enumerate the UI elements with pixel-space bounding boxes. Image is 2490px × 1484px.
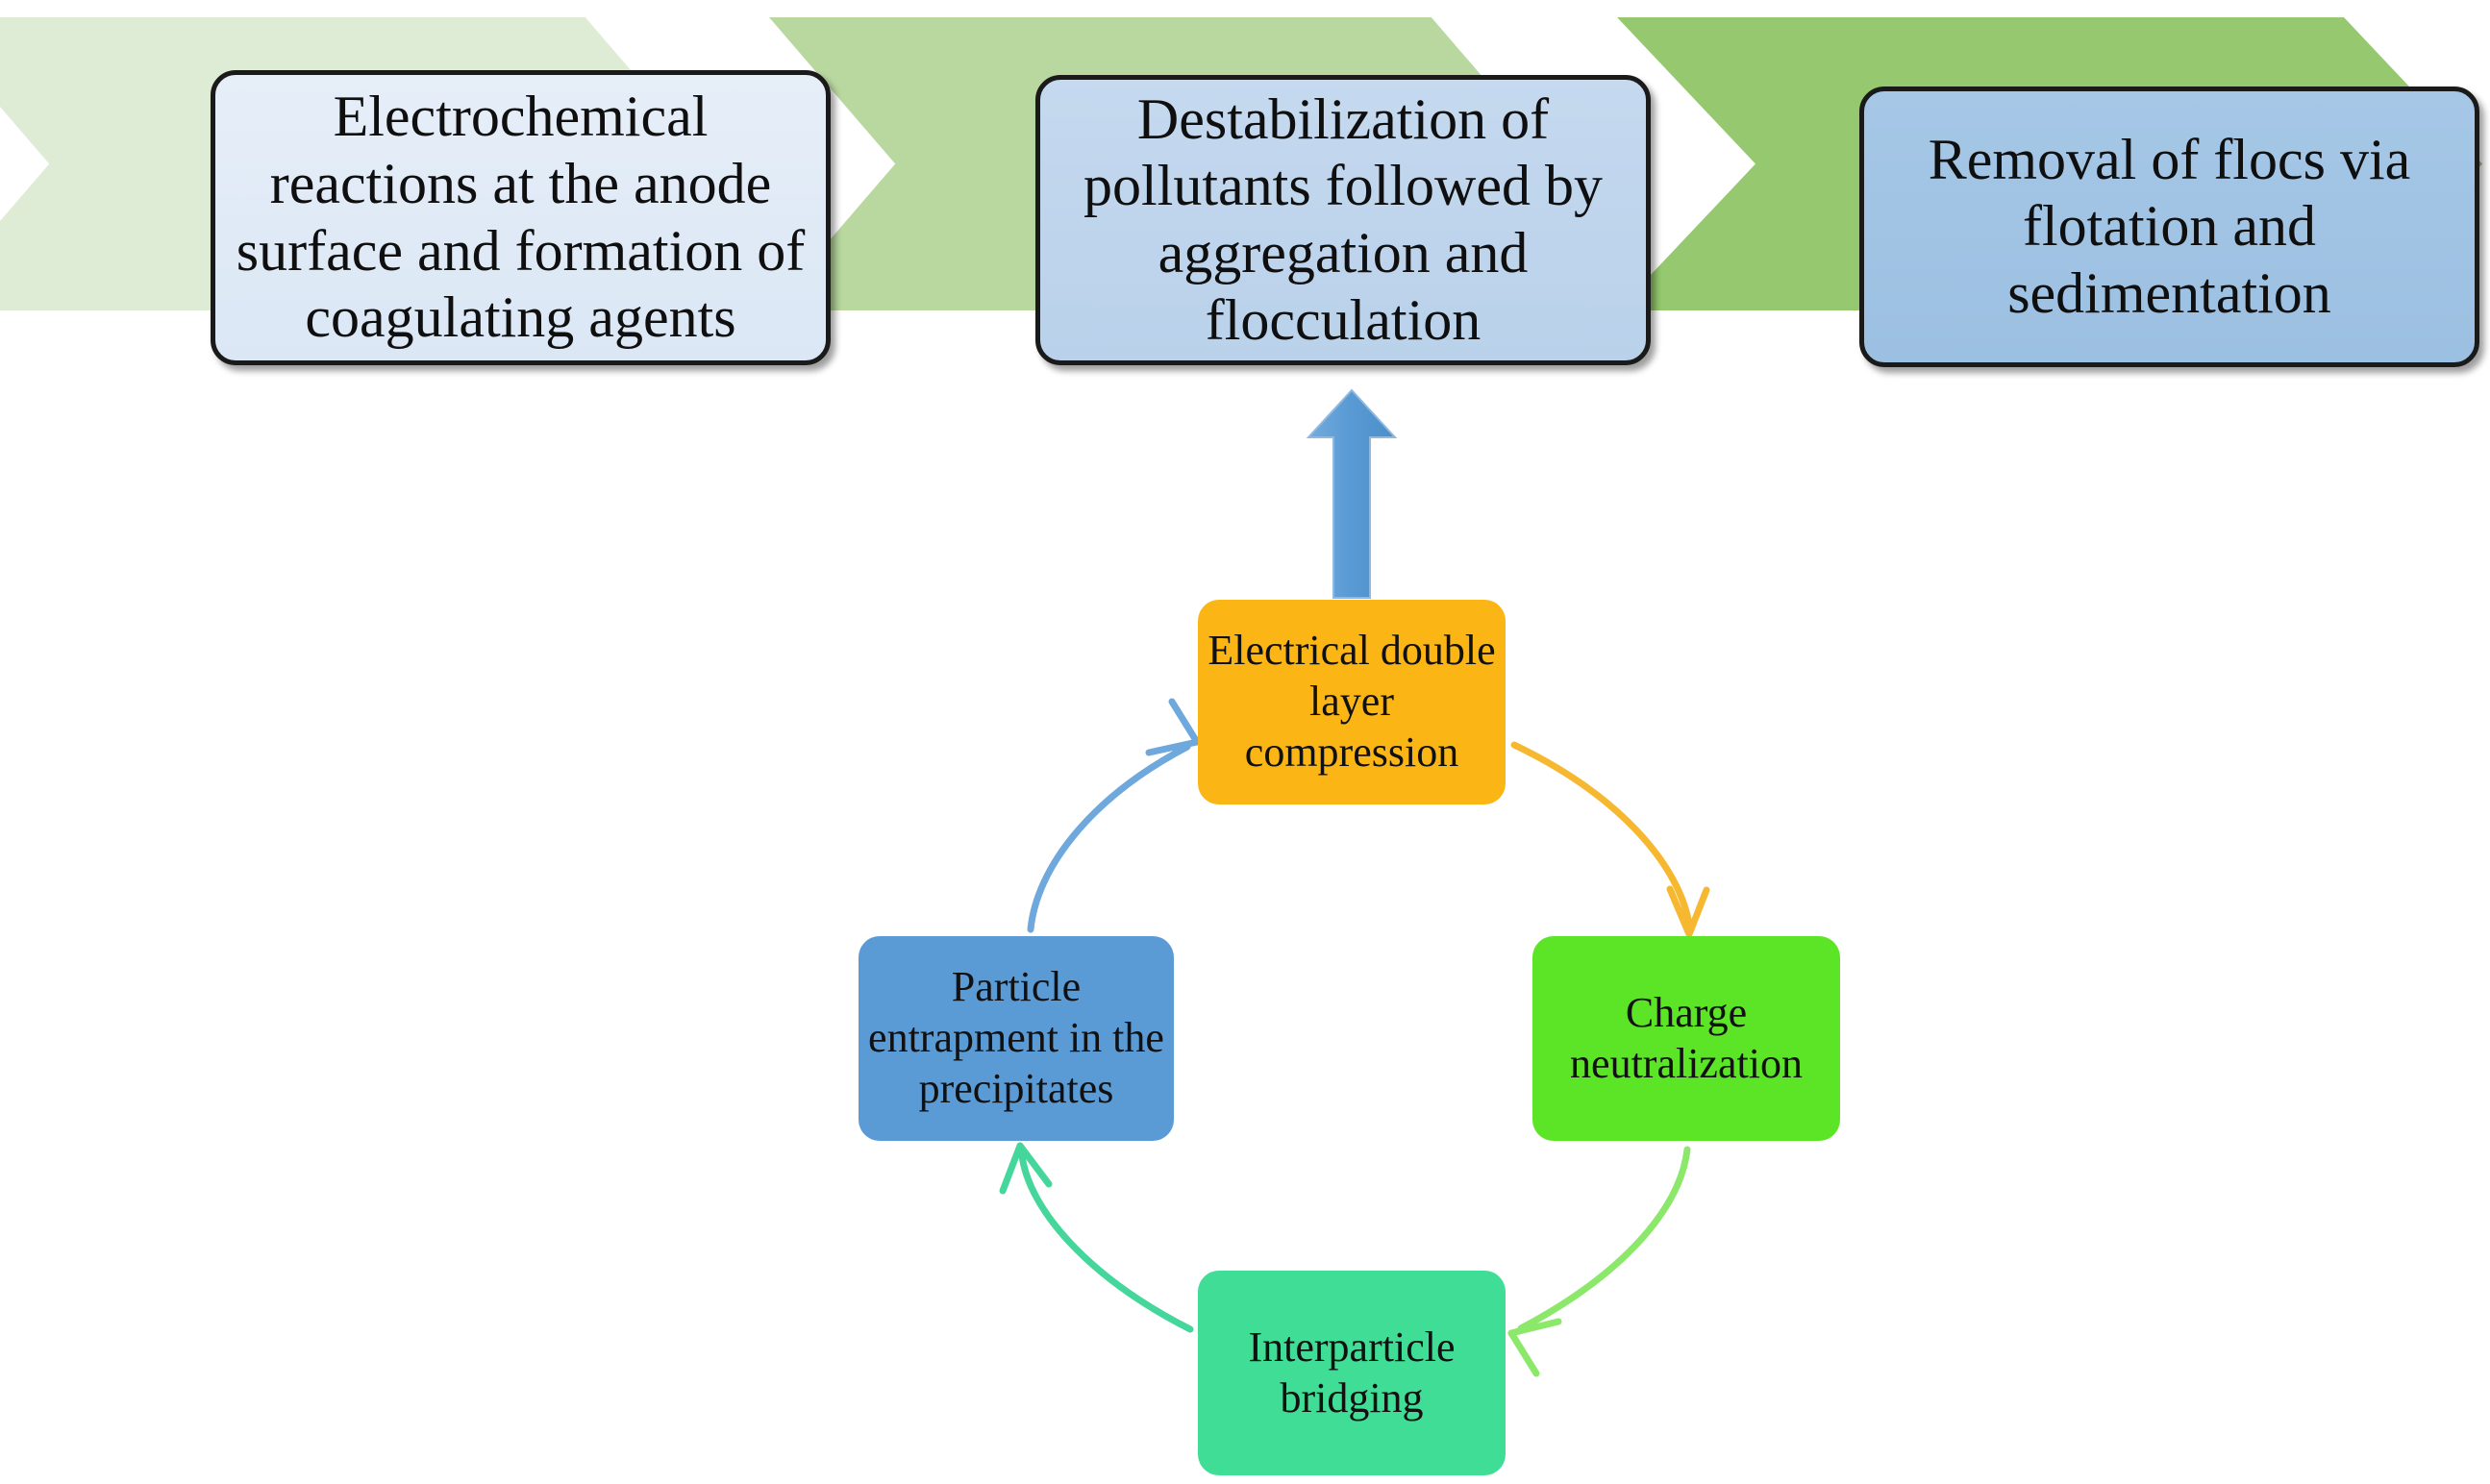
cycle-node-edl-label: Electrical double layer compression — [1208, 627, 1496, 776]
cycle-node-charge-neutralization[interactable]: Charge neutralization — [1532, 936, 1840, 1141]
cycle-node-entrapment-label: Particle entrapment in the precipitates — [868, 963, 1164, 1112]
stage-box-2-label: Destabilization of pollutants followed b… — [1083, 87, 1603, 352]
cycle-node-interparticle-bridging[interactable]: Interparticle bridging — [1198, 1271, 1506, 1475]
stage-box-removal-of-flocs[interactable]: Removal of flocs via flotation and sedim… — [1859, 87, 2479, 367]
cycle-node-charge-label: Charge neutralization — [1570, 988, 1803, 1087]
arrow-edl-to-charge-icon — [1510, 741, 1710, 938]
arrow-charge-to-bridging-icon — [1507, 1146, 1691, 1377]
stage-box-destabilization[interactable]: Destabilization of pollutants followed b… — [1035, 75, 1651, 365]
cycle-node-bridging-label: Interparticle bridging — [1248, 1323, 1456, 1422]
stage-box-1-label: Electrochemical reactions at the anode s… — [236, 85, 806, 350]
arrow-entrapment-to-edl-icon — [1027, 698, 1201, 933]
up-arrow-icon — [1306, 388, 1398, 599]
cycle-node-particle-entrapment[interactable]: Particle entrapment in the precipitates — [859, 936, 1174, 1141]
stage-box-electrochemical-reactions[interactable]: Electrochemical reactions at the anode s… — [211, 70, 831, 365]
arrow-bridging-to-entrapment-icon — [999, 1142, 1194, 1333]
stage-box-3-label: Removal of flocs via flotation and sedim… — [1928, 127, 2411, 325]
cycle-node-electrical-double-layer-compression[interactable]: Electrical double layer compression — [1198, 600, 1506, 804]
